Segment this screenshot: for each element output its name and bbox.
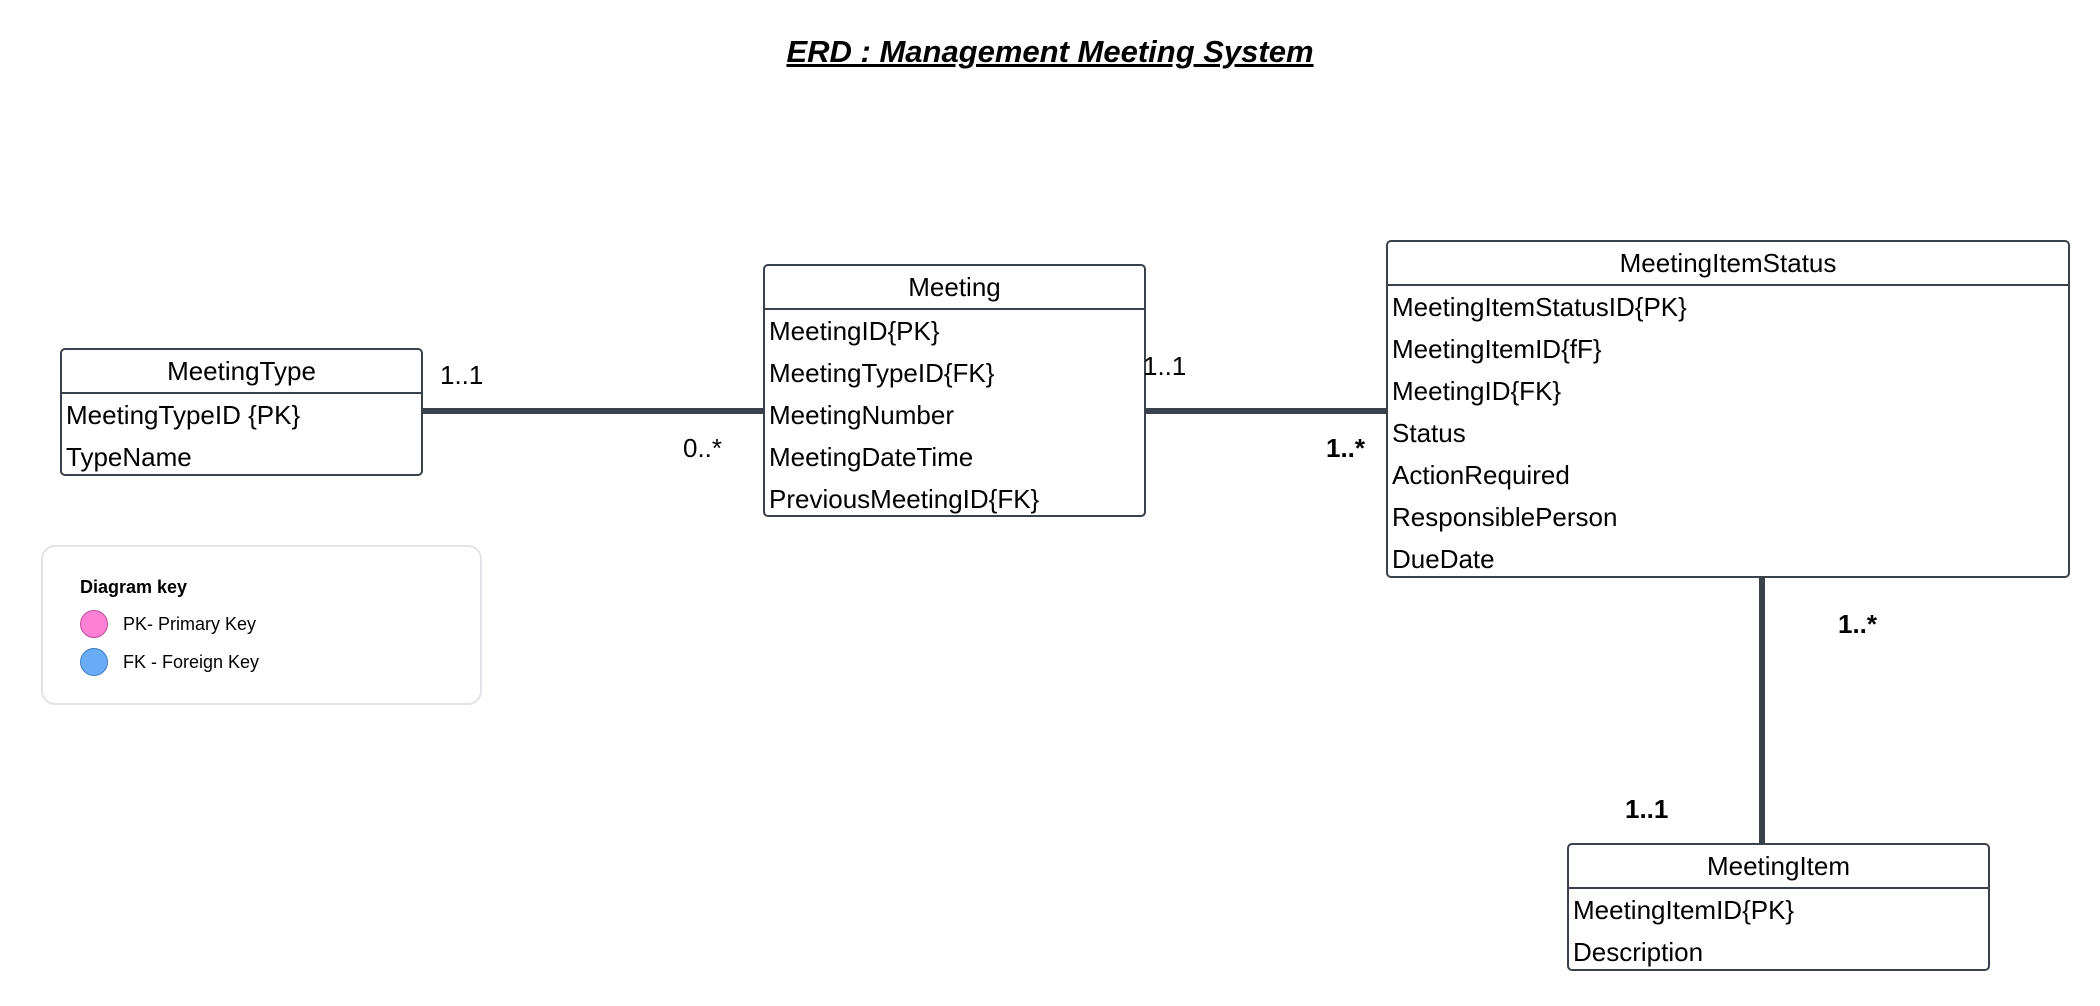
fk-color-dot bbox=[80, 648, 108, 676]
cardinality-label: 1..1 bbox=[1143, 351, 1187, 381]
entity-meeting-type[interactable]: MeetingType MeetingTypeID {PK} TypeName bbox=[60, 348, 423, 476]
cardinality-label: 0..* bbox=[683, 433, 723, 463]
entity-attribute: ResponsiblePerson bbox=[1392, 502, 1618, 532]
entity-attribute: MeetingItemStatusID{PK} bbox=[1392, 292, 1687, 322]
cardinality-label: 1..* bbox=[1326, 433, 1366, 463]
diagram-title: ERD : Management Meeting System bbox=[786, 34, 1314, 69]
diagram-key-fk-label: FK - Foreign Key bbox=[123, 652, 260, 672]
entity-meeting-item-status[interactable]: MeetingItemStatus MeetingItemStatusID{PK… bbox=[1386, 240, 2070, 578]
cardinality-label: 1..1 bbox=[1625, 794, 1669, 824]
entity-attribute: Status bbox=[1392, 418, 1466, 448]
entity-name: Meeting bbox=[765, 266, 1144, 310]
entity-attribute: MeetingDateTime bbox=[769, 442, 974, 472]
pk-color-dot bbox=[80, 610, 108, 638]
connector-meetingitemstatus-meetingitem bbox=[1759, 578, 1765, 845]
entity-meeting-item[interactable]: MeetingItem MeetingItemID{PK} Descriptio… bbox=[1567, 843, 1990, 971]
entity-attribute: MeetingID{FK} bbox=[1392, 376, 1562, 406]
entity-name: MeetingType bbox=[62, 350, 421, 394]
entity-attribute: DueDate bbox=[1392, 544, 1495, 574]
connector-meetingtype-meeting bbox=[422, 408, 766, 414]
entity-attribute: PreviousMeetingID{FK} bbox=[769, 484, 1040, 514]
entity-attribute: MeetingItemID{fF} bbox=[1392, 334, 1602, 364]
entity-attribute: Description bbox=[1573, 937, 1704, 967]
diagram-key-title: Diagram key bbox=[80, 577, 188, 597]
diagram-key: Diagram key PK- Primary Key FK - Foreign… bbox=[41, 545, 482, 705]
entity-attribute: ActionRequired bbox=[1392, 460, 1570, 490]
entity-name: MeetingItem bbox=[1569, 845, 1988, 889]
entity-attribute: MeetingItemID{PK} bbox=[1573, 895, 1795, 925]
entity-attribute: MeetingNumber bbox=[769, 400, 954, 430]
diagram-key-pk-label: PK- Primary Key bbox=[123, 614, 257, 634]
entity-name: MeetingItemStatus bbox=[1388, 242, 2068, 286]
cardinality-label: 1..* bbox=[1838, 609, 1878, 639]
entity-meeting[interactable]: Meeting MeetingID{PK} MeetingTypeID{FK} … bbox=[763, 264, 1146, 517]
connector-meeting-meetingitemstatus bbox=[1146, 408, 1392, 414]
entity-attribute: MeetingID{PK} bbox=[769, 316, 940, 346]
entity-attribute: MeetingTypeID {PK} bbox=[66, 400, 301, 430]
entity-attribute: TypeName bbox=[66, 442, 192, 472]
entity-attribute: MeetingTypeID{FK} bbox=[769, 358, 995, 388]
cardinality-label: 1..1 bbox=[440, 360, 484, 390]
